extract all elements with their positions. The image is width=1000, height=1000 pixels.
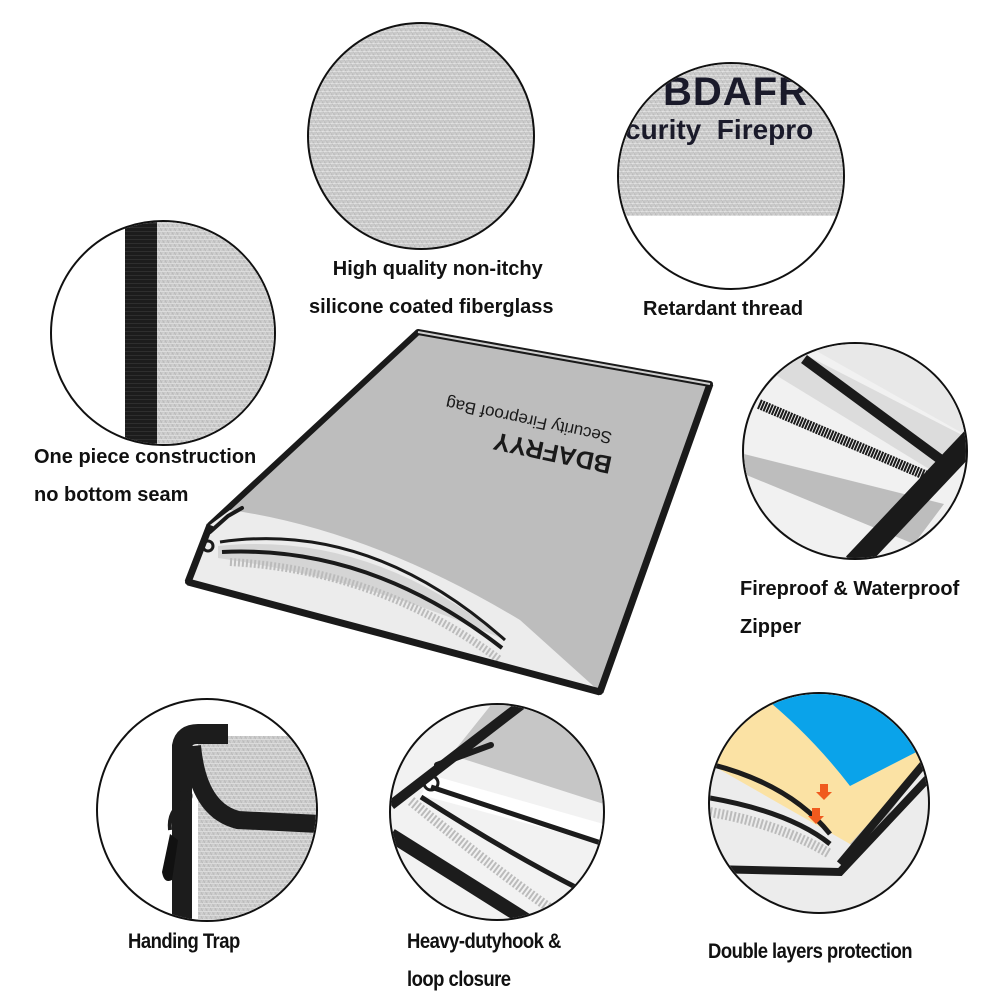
feature-label-closure: Heavy-dutyhook & loop closure [407, 923, 561, 999]
feature-line: silicone coated fiberglass [309, 296, 554, 318]
feature-line: loop closure [407, 968, 511, 991]
feature-line: Retardant thread [643, 298, 804, 320]
feature-label-thread: Retardant thread [643, 290, 803, 328]
feature-line: Handing Trap [128, 930, 240, 953]
thread-text-line2: curity Firepro [625, 114, 814, 145]
closure-closeup [389, 703, 605, 921]
layers-closeup [708, 692, 930, 914]
feature-label-layers: Double layers protection [708, 933, 913, 971]
feature-line: Heavy-dutyhook & [407, 930, 561, 953]
feature-line: Zipper [740, 616, 802, 638]
thread-closeup: BDAFR curity Firepro [617, 62, 845, 290]
feature-label-construction: One piece construction no bottom seam [34, 438, 256, 514]
trap-closeup [96, 698, 318, 922]
thread-text-line1: BDAFR [663, 70, 808, 114]
feature-label-trap: Handing Trap [128, 923, 240, 961]
fiberglass-closeup [307, 22, 535, 250]
construction-closeup [50, 220, 276, 446]
feature-label-fiberglass: High quality non-itchy silicone coated f… [309, 250, 554, 326]
feature-label-zipper: Fireproof & Waterproof Zipper [740, 570, 959, 646]
feature-line: Fireproof & Waterproof [740, 578, 960, 600]
zipper-closeup [742, 342, 968, 560]
feature-line: High quality non-itchy [332, 258, 543, 280]
down-arrow-icon [816, 784, 832, 800]
fireproof-bag-image: Security Fireproof Bag BDAFRYY [184, 329, 714, 696]
feature-line: no bottom seam [34, 484, 189, 506]
feature-line: Double layers protection [708, 940, 913, 963]
feature-line: One piece construction [34, 446, 257, 468]
down-arrow-icon [808, 808, 824, 824]
